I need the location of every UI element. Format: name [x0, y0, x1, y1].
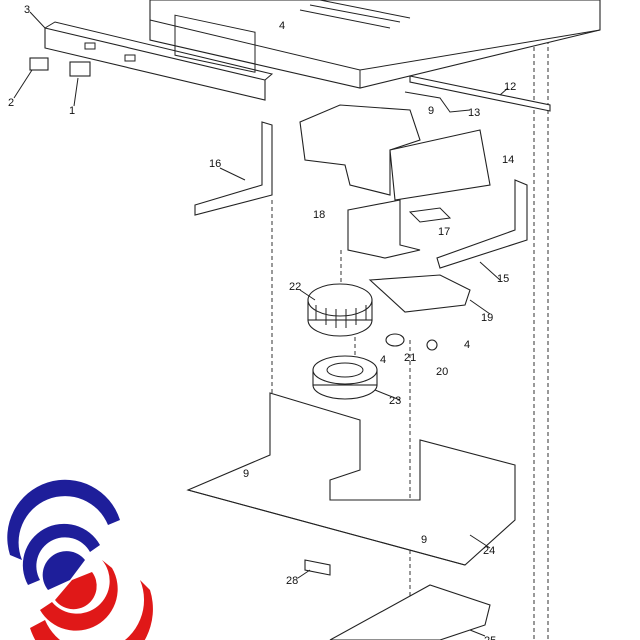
capacitor-part-21: [385, 333, 405, 347]
label-1: 1: [69, 105, 75, 117]
assembly-guide-lines: [271, 40, 549, 640]
bottom-panel-part: [186, 392, 516, 566]
label-12: 12: [504, 81, 516, 93]
label-9: 9: [421, 534, 427, 546]
label-19: 19: [481, 312, 493, 324]
part-number-labels: 3 4 2 1 12 9 13 14 16 18 17 15 22 19 4 2…: [8, 4, 516, 640]
control-panel-part: [44, 21, 274, 101]
brand-logo: [7, 479, 153, 640]
grease-tray-part: [329, 584, 491, 640]
duct-part: [347, 199, 421, 259]
label-24: 24: [483, 545, 495, 557]
blower-wheel-part: [312, 355, 378, 400]
label-9: 9: [243, 468, 249, 480]
bolt-part-20: [426, 339, 438, 351]
label-3: 3: [24, 4, 30, 16]
side-bracket-left: [194, 121, 273, 216]
label-2: 2: [8, 97, 14, 109]
rail-part: [409, 75, 551, 112]
label-23: 23: [389, 395, 401, 407]
bracket-part-28: [304, 559, 331, 576]
label-15: 15: [497, 273, 509, 285]
label-21: 21: [404, 352, 416, 364]
plate-part-19: [368, 274, 471, 313]
blower-motor-part: [307, 283, 373, 337]
bracket-part-13: [404, 91, 471, 113]
label-4: 4: [464, 339, 470, 351]
switch-parts: [29, 57, 91, 77]
label-14: 14: [502, 154, 514, 166]
filter-part-17: [408, 207, 452, 223]
blower-housing-part: [299, 104, 491, 201]
label-20: 20: [436, 366, 448, 378]
label-9: 9: [428, 105, 434, 117]
label-18: 18: [313, 209, 325, 221]
leader-lines: [13, 11, 509, 637]
label-28: 28: [286, 575, 298, 587]
label-16: 16: [209, 158, 221, 170]
hood-top-housing: [149, 0, 601, 89]
label-4: 4: [279, 20, 285, 32]
label-4: 4: [380, 354, 386, 366]
label-13: 13: [468, 107, 480, 119]
label-25: 25: [484, 635, 496, 640]
label-17: 17: [438, 226, 450, 238]
side-bracket-right: [436, 179, 528, 269]
label-22: 22: [289, 281, 301, 293]
